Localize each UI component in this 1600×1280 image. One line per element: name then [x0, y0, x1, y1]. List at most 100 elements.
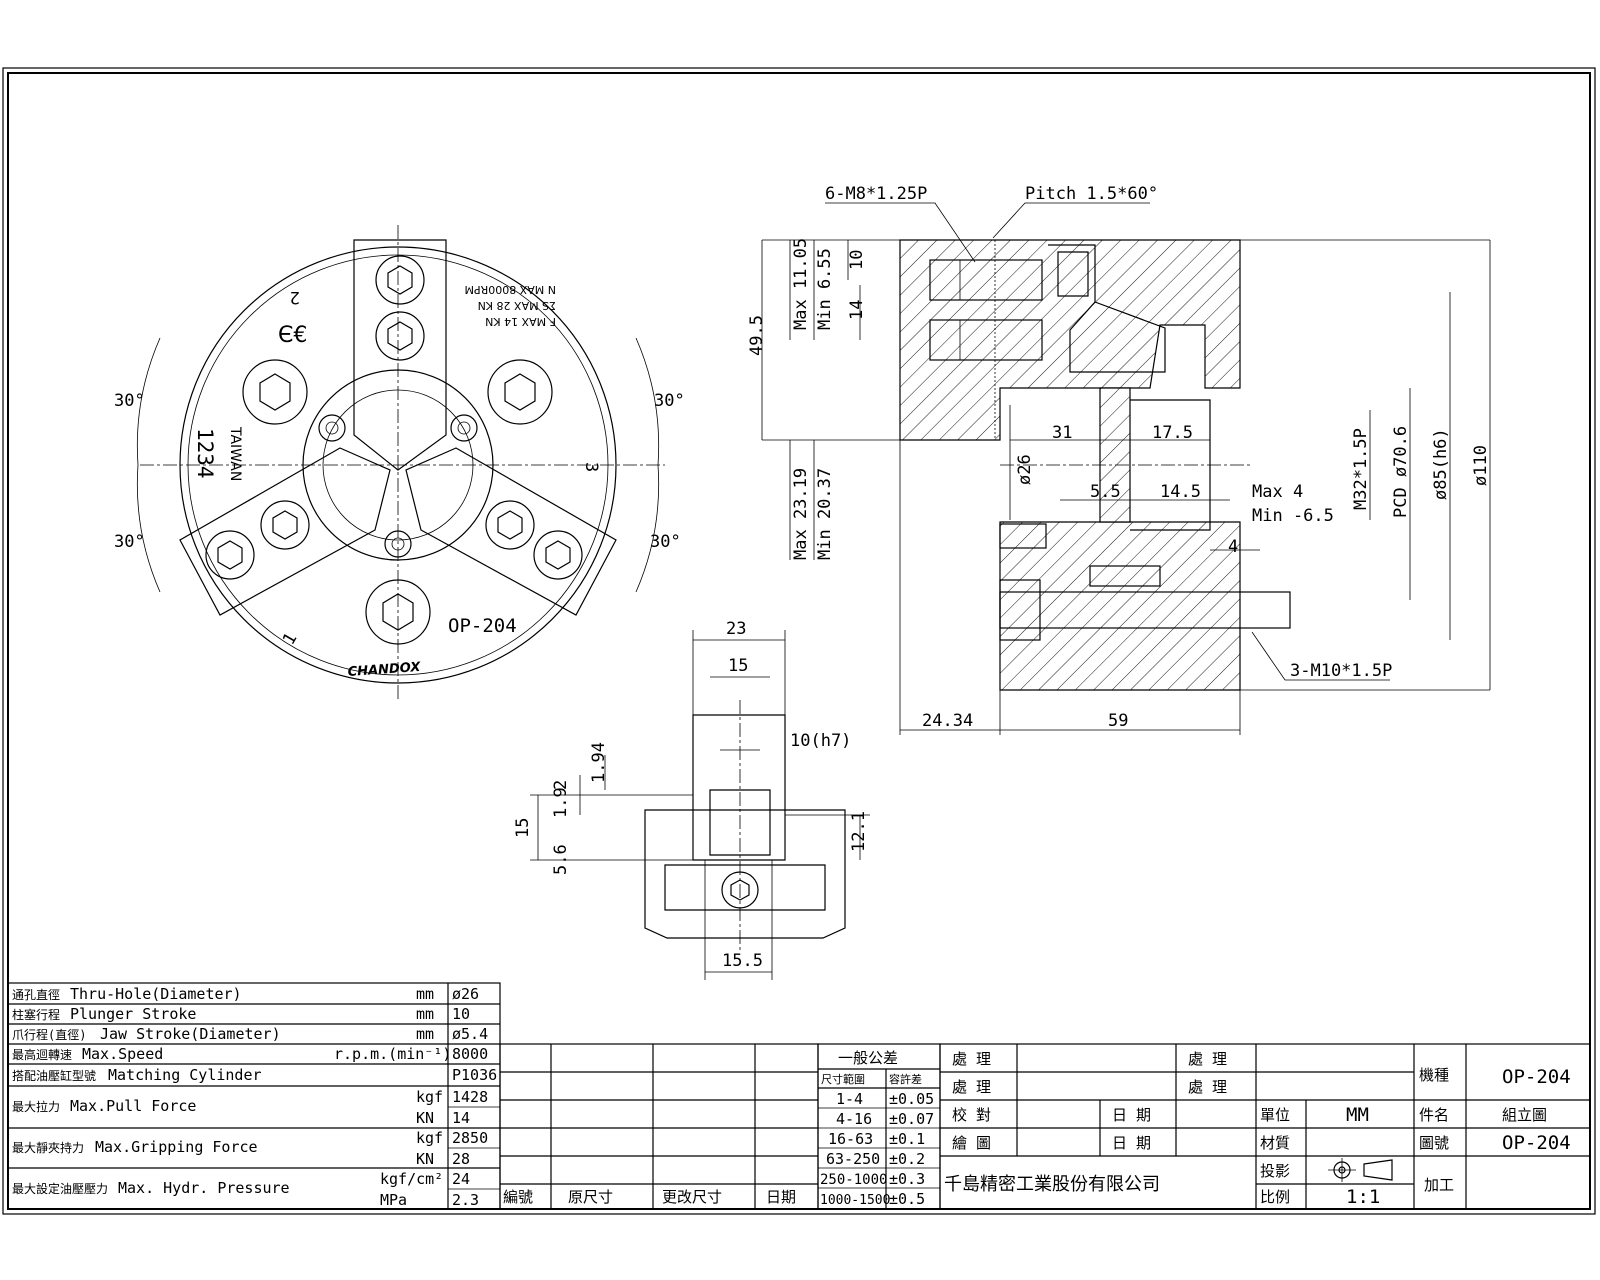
angle-arc-tl [137, 337, 161, 466]
dim-h7: 10(h7) [790, 731, 851, 751]
spec-value-5: P1036 [452, 1066, 497, 1084]
angle-arc-bl [137, 464, 161, 593]
small-screw-right [450, 414, 478, 442]
spec-value-4: 8000 [452, 1045, 488, 1063]
title-block: 處 理 處 理 處 理 處 理 校 對 繪 圖 日 期 日 期 千島精密工業股份… [939, 1043, 1591, 1210]
detail-jaw [692, 714, 786, 861]
angle-arc-tr [635, 337, 659, 466]
spec-value2-6: 14 [452, 1109, 470, 1127]
engraving-rating-3: N MAX 8000RPM [464, 283, 556, 296]
dim-24-34: 24.34 [922, 711, 973, 731]
jaw-top [353, 239, 447, 471]
center-boss [302, 369, 494, 561]
tolerance-range-2: 4-16 [836, 1110, 872, 1128]
ce-mark: Є€ [278, 323, 307, 348]
angle-arc-br [635, 464, 659, 593]
dim-2: 2 [551, 780, 571, 790]
dim-w15-5: 15.5 [722, 951, 763, 971]
tolerance-tol-1: ±0.05 [889, 1090, 934, 1108]
spec-value-1: ø26 [452, 985, 479, 1003]
spec-table: 通孔直徑 Thru-Hole(Diameter) mm ø26 柱塞行程 Plu… [7, 982, 501, 1210]
small-screw-bottom [384, 530, 412, 558]
wedge-outline [1048, 244, 1166, 373]
tb-projection-label: 投影 [1260, 1162, 1290, 1180]
tb-part-value: 組立圖 [1502, 1106, 1547, 1124]
tolerance-range-5: 250-1000 [820, 1172, 887, 1188]
spec-en-1: Thru-Hole(Diameter) [70, 985, 242, 1003]
tolerance-tol-3: ±0.1 [889, 1130, 925, 1148]
chuck-body-outline [179, 246, 617, 684]
tb-unit-value: MM [1346, 1104, 1369, 1126]
tb-model-label: 機種 [1419, 1066, 1449, 1084]
spec-en-6: Max.Pull Force [70, 1097, 196, 1115]
tolerance-tol-4: ±0.2 [889, 1150, 925, 1168]
leader-pitch [992, 202, 1150, 239]
spec-unit2-7: KN [416, 1150, 434, 1168]
thread-insert [1130, 399, 1211, 531]
spec-zh-1: 通孔直徑 [12, 988, 60, 1002]
tolerance-range-4: 63-250 [826, 1150, 880, 1168]
callout-pitch: Pitch 1.5*60° [1025, 184, 1158, 204]
spec-zh-5: 搭配油壓缸型號 [12, 1068, 96, 1083]
dim-pcd: PCD ø70.6 [1391, 426, 1411, 518]
tb-scale-label: 比例 [1260, 1188, 1290, 1206]
tb-part-label: 件名 [1419, 1106, 1449, 1124]
spec-en-2: Plunger Stroke [70, 1005, 196, 1023]
tolerance-tol-5: ±0.3 [889, 1170, 925, 1188]
dim-85: ø85(h6) [1431, 428, 1451, 500]
revision-header-changed: 更改尺寸 [662, 1188, 722, 1206]
spec-zh-4: 最高迴轉速 [12, 1047, 72, 1062]
dim-59: 59 [1108, 711, 1128, 731]
spec-unit2-8: MPa [380, 1191, 407, 1209]
jaw-detail-view: 23 15 10(h7) 1.94 2 1.9 15 5.6 12.1 15.5 [513, 619, 870, 980]
dim-1-9: 1.9 [551, 787, 571, 818]
center-bore [322, 389, 474, 541]
body-bolt-right [487, 359, 553, 425]
dim-m32: M32*1.5P [1351, 428, 1371, 510]
dim-14-5: 14.5 [1160, 482, 1201, 502]
spec-value-7: 2850 [452, 1129, 488, 1147]
jaw-number-3: 3 [581, 462, 601, 472]
tolerance-col-range: 尺寸範圍 [821, 1072, 865, 1086]
dim-w15: 15 [728, 656, 748, 676]
spec-en-3: Jaw Stroke(Diameter) [100, 1025, 281, 1043]
tolerance-range-1: 1-4 [836, 1090, 863, 1108]
detail-base [644, 809, 846, 939]
spec-en-8: Max. Hydr. Pressure [118, 1179, 290, 1197]
spec-zh-2: 柱塞行程 [12, 1007, 60, 1022]
dim-jaw-max: Max 11.05 [791, 238, 811, 330]
spec-en-4: Max.Speed [82, 1045, 163, 1063]
mount-bolt-head [999, 579, 1041, 641]
dim-stroke-min: Min 20.37 [815, 468, 835, 560]
engraving-rating-1: F MAX 14 KN [485, 315, 556, 328]
leader-bolt-thread [825, 202, 976, 263]
jaw-number-2: 2 [290, 287, 300, 307]
tb-scale-value: 1:1 [1346, 1186, 1380, 1208]
spec-unit-7: kgf [416, 1129, 443, 1147]
tolerance-range-3: 16-63 [828, 1130, 873, 1148]
jaw-number-1: 1 [279, 630, 301, 649]
spec-en-7: Max.Gripping Force [95, 1138, 258, 1156]
tb-process-label: 加工 [1424, 1176, 1454, 1194]
body-bolt-bottom [365, 579, 431, 645]
front-view: Є€ 30° 30° 30° 30° 1 2 3 TAIWAN 1234 F M… [114, 225, 685, 700]
revision-header-date: 日期 [766, 1188, 796, 1206]
tb-unit-label: 單位 [1260, 1106, 1290, 1124]
dim-110: ø110 [1471, 445, 1491, 486]
projection-symbol-icon [1328, 1158, 1393, 1182]
body-section-lower [999, 521, 1241, 691]
tb-model-value: OP-204 [1502, 1066, 1571, 1088]
spec-value-8: 24 [452, 1170, 470, 1188]
spec-value2-8: 2.3 [452, 1191, 479, 1209]
jaw-bolt-2 [929, 319, 1043, 361]
callout-bolt-thread: 6-M8*1.25P [825, 184, 927, 204]
dim-15: 15 [513, 818, 533, 838]
body-bolt-left [242, 359, 308, 425]
dim-49-5: 49.5 [747, 315, 767, 356]
outer-border [2, 67, 1596, 1215]
engraving-serial: 1234 [193, 428, 217, 479]
section-view: 6-M8*1.25P Pitch 1.5*60° 3-M10*1.5P Max … [747, 184, 1491, 735]
tb-drawing-label: 圖號 [1419, 1134, 1449, 1152]
dim-plunger-min: Min -6.5 [1252, 506, 1334, 526]
